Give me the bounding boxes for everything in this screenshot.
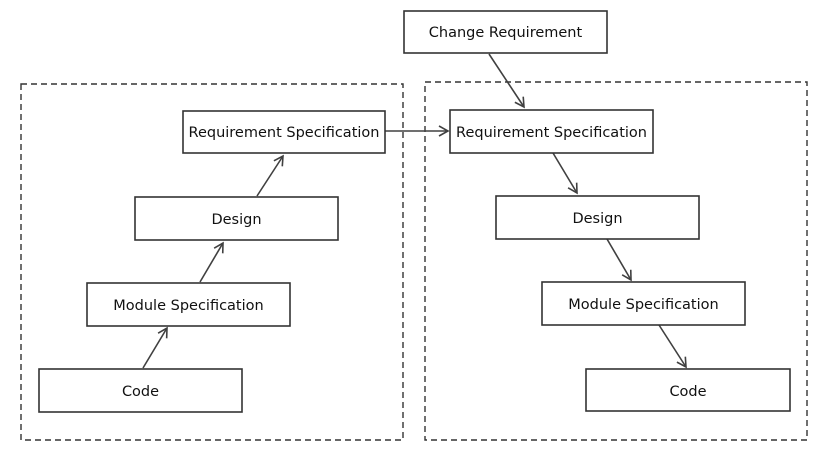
arrow-right-design-to-right-module-specification <box>606 238 632 282</box>
left-group-boundary <box>20 83 404 441</box>
arrow-right-requirement-specification-to-right-design <box>552 152 578 195</box>
node-right-code[interactable]: Code <box>585 368 791 412</box>
node-change-requirement-label: Change Requirement <box>429 25 583 41</box>
node-right-requirement-specification[interactable]: Requirement Specification <box>449 109 654 154</box>
node-right-design[interactable]: Design <box>495 195 700 240</box>
edges-layer <box>142 53 687 369</box>
arrow-change-requirement-to-right-requirement-specification <box>488 53 525 109</box>
node-left-module-specification-label: Module Specification <box>113 298 263 314</box>
arrow-left-module-specification-to-left-design <box>199 241 224 283</box>
arrow-right-module-specification-to-right-code <box>658 324 687 369</box>
node-change-requirement[interactable]: Change Requirement <box>403 10 608 54</box>
node-right-requirement-specification-label: Requirement Specification <box>456 125 647 141</box>
node-right-design-label: Design <box>572 211 622 227</box>
node-left-module-specification[interactable]: Module Specification <box>86 282 291 327</box>
arrow-left-design-to-left-requirement-specification <box>256 154 284 197</box>
arrow-left-code-to-left-module-specification <box>142 326 168 369</box>
node-left-design[interactable]: Design <box>134 196 339 241</box>
node-left-code[interactable]: Code <box>38 368 243 413</box>
node-left-requirement-specification[interactable]: Requirement Specification <box>182 110 386 154</box>
node-right-module-specification[interactable]: Module Specification <box>541 281 746 326</box>
node-right-module-specification-label: Module Specification <box>568 297 718 313</box>
node-right-code-label: Code <box>669 384 706 400</box>
right-group-boundary <box>424 81 808 441</box>
node-left-design-label: Design <box>211 212 261 228</box>
node-left-requirement-specification-label: Requirement Specification <box>189 125 380 141</box>
node-left-code-label: Code <box>122 384 159 400</box>
